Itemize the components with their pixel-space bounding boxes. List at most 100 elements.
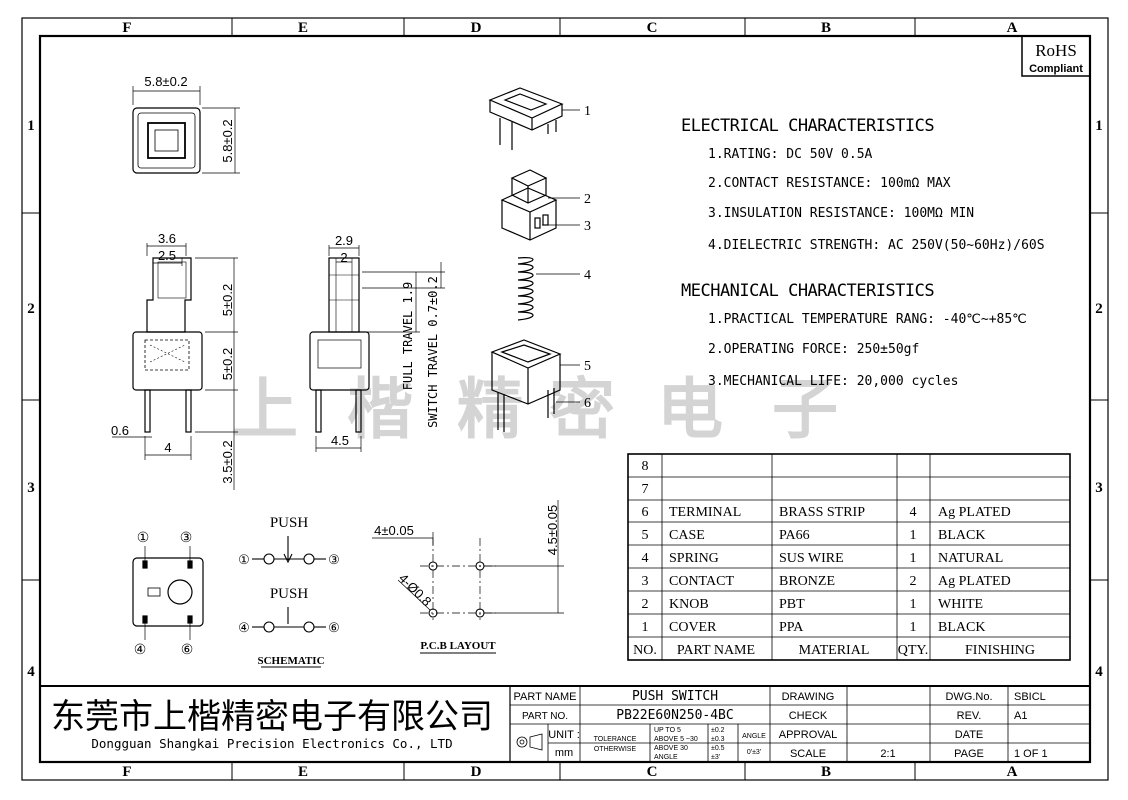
sheet-frame [21,17,1109,781]
zone-col: A [1007,20,1018,36]
dim-switch-travel: SWITCH TRAVEL 0.7±0.2 [426,276,440,428]
electrical-item: 2.CONTACT RESISTANCE: 100mΩ MAX [708,176,951,191]
table-row: 4 SPRING SUS WIRE 1 NATURAL [642,551,1004,566]
dim-full-travel: FULL TRAVEL 1.9 [401,282,415,390]
exploded-view [488,87,580,432]
zone-row: 1 [27,118,35,134]
dim-front-inner: 2.5 [158,248,176,263]
zone-row: 3 [27,480,35,496]
value-scale: 2:1 [880,748,895,760]
push-label-2: PUSH [270,586,309,602]
electrical-item: 4.DIELECTRIC STRENGTH: AC 250V(50~60Hz)/… [708,238,1045,253]
dim-front-outer: 3.6 [158,231,176,246]
title-block-text: 东莞市上楷精密电子有限公司 Dongguan Shangkai Precisio… [51,689,1048,761]
bom-finish: BLACK [938,528,985,543]
label-scale: SCALE [790,748,826,760]
watermark-char: 楷 [347,374,413,447]
bom-header-part: PART NAME [677,643,755,658]
zone-col: A [1007,764,1018,780]
bom-part: CONTACT [669,574,734,589]
bom-header-material: MATERIAL [799,643,870,658]
mechanical-item: 3.MECHANICAL LIFE: 20,000 cycles [708,374,958,389]
zone-col: E [298,20,308,36]
bom-header-finish: FINISHING [965,643,1035,658]
table-row: 5 CASE PA66 1 BLACK [642,528,986,543]
front-view [112,243,238,490]
bom-part: SPRING [669,551,719,566]
label-tolerance: TOLERANCE [594,736,637,743]
bom-qty: 4 [910,505,917,520]
bom-rows: 8 7 6 TERMINAL BRASS STRIP 4 Ag PLATED 5… [633,459,1035,658]
value-dwg: SBICL [1014,691,1046,703]
bom-no: 5 [642,528,649,543]
bottom-view [132,546,204,640]
rohs-sub: Compliant [1029,63,1083,75]
dim-top-width: 5.8±0.2 [144,74,187,89]
dim-pcb-x: 4±0.05 [374,523,414,538]
zone-row: 1 [1095,118,1103,134]
bom-finish: WHITE [938,597,983,612]
bom-qty: 1 [910,551,917,566]
table-row: 1 COVER PPA 1 BLACK [642,620,986,635]
bom-qty: 1 [910,528,917,543]
watermark-char: 电 [657,374,723,447]
label-page: PAGE [954,748,984,760]
table-row: 2 KNOB PBT 1 WHITE [642,597,984,612]
bom-part: KNOB [669,597,709,612]
dim-side-pin-spacing: 4.5 [331,433,349,448]
label-dwg: DWG.No. [945,691,992,703]
sch-pin: ④ [238,620,250,635]
value-part-name: PUSH SWITCH [632,689,718,704]
company-name-cn: 东莞市上楷精密电子有限公司 [51,698,493,736]
label-drawing: DRAWING [782,691,835,703]
sch-pin: ① [238,552,250,567]
zone-row: 4 [27,664,35,680]
title-block [40,685,1090,762]
label-part-no: PART NO. [522,711,568,722]
sch-pin: ⑥ [328,620,340,635]
label-angle: ANGLE [742,733,766,740]
dim-pcb-y: 4.5±0.05 [545,505,560,556]
callout-2: 2 [584,192,591,207]
label-date: DATE [955,729,984,741]
bom-material: PPA [779,620,804,635]
pin-label: ① [137,531,150,546]
bom-material: BRASS STRIP [779,505,865,520]
push-label-1: PUSH [270,515,309,531]
bom-finish: NATURAL [938,551,1003,566]
bom-part: TERMINAL [669,505,741,520]
rohs-title: RoHS [1035,41,1077,60]
value-angle: 0'±3' [747,749,761,756]
tol-row: ABOVE 5 ~30 [654,736,698,743]
bom-table [627,453,1071,661]
bom-no: 1 [642,620,649,635]
table-row: 7 [642,482,649,497]
callout-5: 5 [584,359,591,374]
zone-col: F [122,764,131,780]
zone-row: 3 [1095,480,1103,496]
zone-row: 2 [1095,301,1103,317]
pcb-layout [372,500,564,654]
mechanical-characteristics: MECHANICAL CHARACTERISTICS 1.PRACTICAL T… [681,281,1027,389]
zone-row: 2 [27,301,35,317]
table-row: 3 CONTACT BRONZE 2 Ag PLATED [642,574,1011,589]
top-view [132,86,240,174]
bom-material: PBT [779,597,805,612]
tol-val: ±0.2 [711,727,725,734]
zone-col: E [298,764,308,780]
callout-4: 4 [584,268,591,283]
company-name-en: Dongguan Shangkai Precision Electronics … [91,736,452,751]
zone-col: B [821,20,831,36]
dim-top-height: 5.8±0.2 [220,119,235,162]
value-unit: mm [555,747,573,759]
dim-pin-length: 3.5±0.2 [220,440,235,483]
callout-1: 1 [584,104,591,119]
bom-qty: 1 [910,620,917,635]
watermark-char: 子 [772,374,838,447]
pin-label: ④ [134,643,147,658]
bom-qty: 1 [910,597,917,612]
bom-header-qty: QTY. [898,643,928,658]
tol-val: ±3' [711,754,720,761]
zone-col: D [471,764,482,780]
